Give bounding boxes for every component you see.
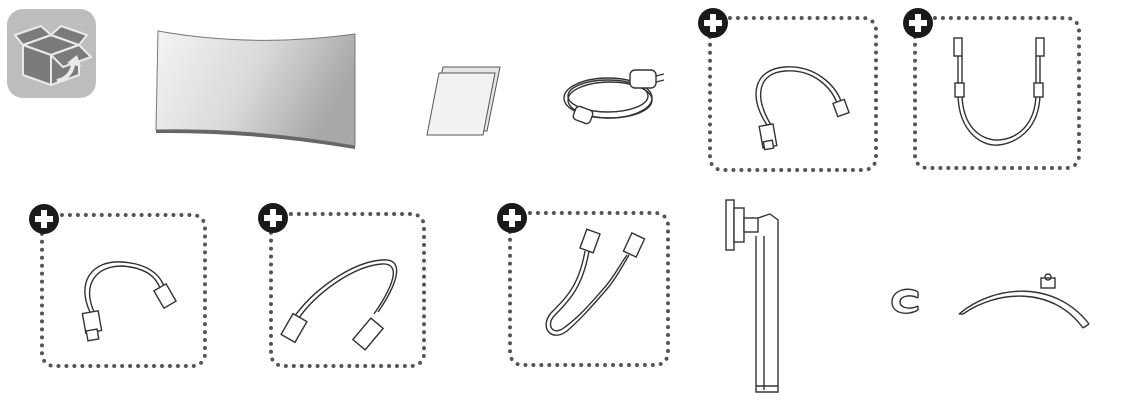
optional-item-frame <box>913 16 1081 170</box>
plus-icon <box>698 8 728 38</box>
plus-icon <box>497 203 527 233</box>
optional-item-frame <box>508 211 670 367</box>
optional-item-frame <box>269 212 426 368</box>
hdmi-cable-illustration <box>537 225 657 350</box>
plus-icon <box>903 8 933 38</box>
plus-icon <box>258 203 288 233</box>
optional-item-frame <box>708 16 878 172</box>
usb-a-cable-illustration <box>72 252 187 347</box>
documents-illustration <box>425 63 503 138</box>
stand-base-illustration <box>955 272 1095 334</box>
stand-body-illustration <box>720 196 784 396</box>
usb-c-cable-illustration <box>945 35 1055 155</box>
optional-item-frame <box>40 213 207 368</box>
power-cord-illustration <box>560 62 670 134</box>
plus-icon <box>29 204 59 234</box>
curved-monitor-illustration <box>150 26 365 151</box>
usb-a-to-b-cable-illustration <box>745 55 855 155</box>
box-contents-icon <box>7 9 96 98</box>
displayport-cable-illustration <box>280 250 412 355</box>
cable-holder-illustration <box>888 286 928 318</box>
